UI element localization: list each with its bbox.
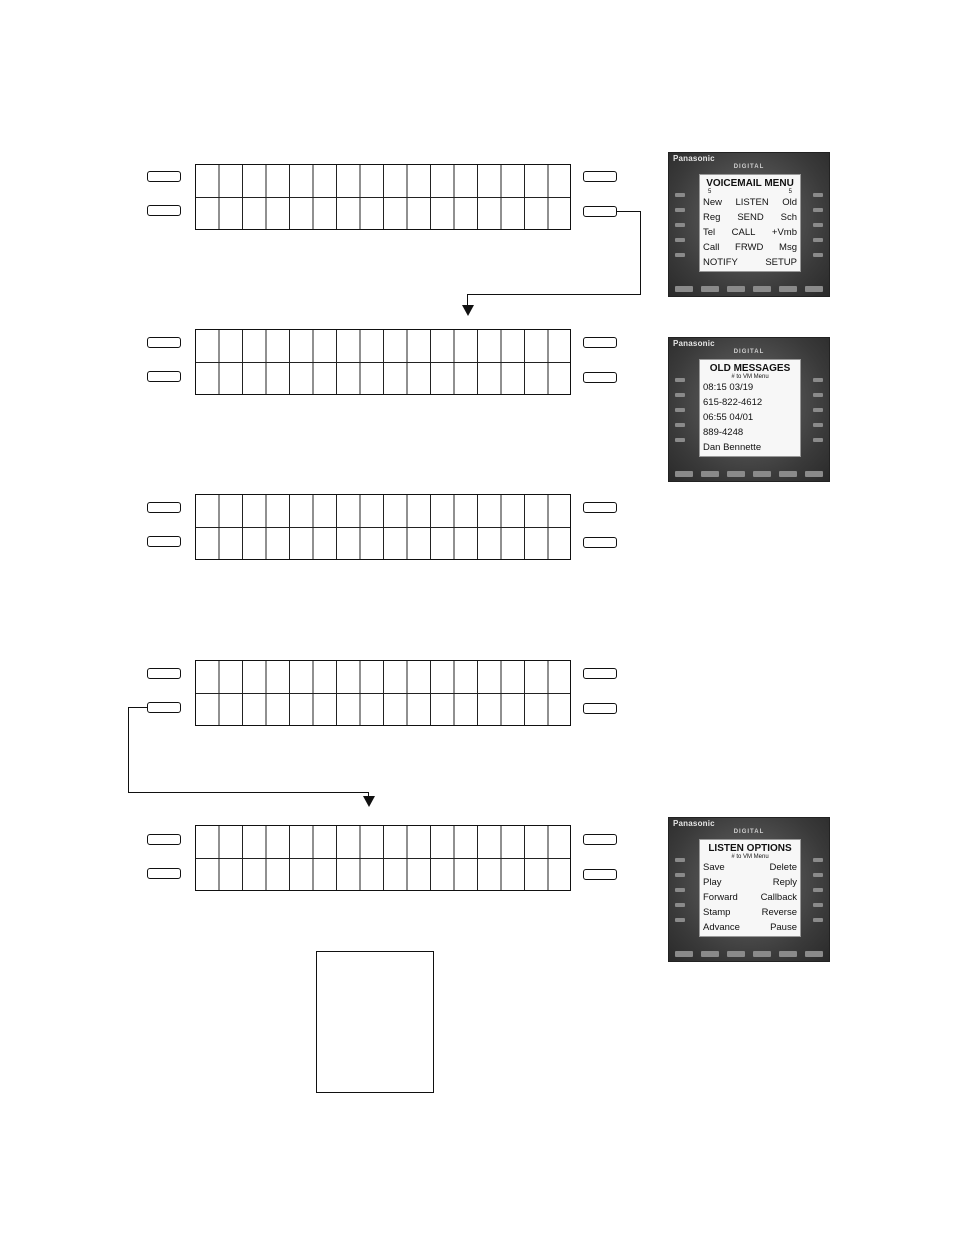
option-item: Forward: [703, 892, 738, 903]
menu-item: Reg: [703, 212, 721, 223]
phone-screen: VOICEMAIL MENU 5 5 New LISTEN Old Reg SEND S…: [699, 174, 801, 272]
message-line: 889-4248: [703, 427, 744, 438]
connector-line: [617, 211, 641, 213]
model-label: DIGITAL: [733, 349, 765, 355]
soft-key-left-2a[interactable]: [147, 337, 181, 348]
menu-item: Sch: [780, 212, 797, 223]
brand-logo: Panasonic: [673, 819, 715, 828]
lcd-display-2: [195, 329, 571, 395]
screen-title: VOICEMAIL MENU: [706, 178, 794, 189]
lcd-display-1: [195, 164, 571, 230]
option-item: Stamp: [703, 907, 731, 918]
soft-key-right-4b[interactable]: [583, 703, 617, 714]
option-item: Delete: [769, 862, 797, 873]
menu-item: CALL: [731, 227, 756, 238]
menu-item: Call: [703, 242, 720, 253]
option-item: Play: [703, 877, 722, 888]
model-label: DIGITAL: [733, 829, 765, 835]
menu-item: LISTEN: [735, 197, 769, 208]
soft-key-right-3a[interactable]: [583, 502, 617, 513]
soft-key-right-3b[interactable]: [583, 537, 617, 548]
connector-line: [468, 294, 641, 296]
soft-key-left-3b[interactable]: [147, 536, 181, 547]
phone-display-voicemail-menu: Panasonic DIGITAL VOICEMAIL MENU 5 5 New…: [668, 152, 830, 297]
lcd-display-4: [195, 660, 571, 726]
connector-line: [640, 211, 642, 295]
connector-line: [128, 792, 369, 794]
phone-screen: LISTEN OPTIONS # to VM Menu Save Delete P…: [699, 839, 801, 937]
lcd-display-5: [195, 825, 571, 891]
note-box: [316, 951, 434, 1093]
lcd-display-3: [195, 494, 571, 560]
brand-logo: Panasonic: [673, 154, 715, 163]
soft-key-left-3a[interactable]: [147, 502, 181, 513]
phone-display-old-messages: Panasonic DIGITAL OLD MESSAGES # to VM M…: [668, 337, 830, 482]
model-label: DIGITAL: [733, 164, 765, 170]
menu-item: New: [703, 197, 723, 208]
new-count: 5: [708, 189, 712, 195]
screen-subtitle: # to VM Menu: [731, 374, 769, 380]
soft-key-right-5a[interactable]: [583, 834, 617, 845]
menu-item: NOTIFY: [703, 257, 738, 268]
option-item: Callback: [760, 892, 797, 903]
menu-item: +Vmb: [771, 227, 797, 238]
option-item: Reverse: [761, 907, 797, 918]
connector-line: [368, 792, 370, 797]
menu-item: SEND: [737, 212, 764, 223]
screen-subtitle: # to VM Menu: [731, 854, 769, 860]
brand-logo: Panasonic: [673, 339, 715, 348]
soft-key-left-5a[interactable]: [147, 834, 181, 845]
option-item: Reply: [772, 877, 797, 888]
phone-screen: OLD MESSAGES # to VM Menu 08:15 03/19 61…: [699, 359, 801, 457]
connector-line: [467, 294, 469, 306]
option-item: Advance: [703, 922, 740, 933]
message-line: 08:15 03/19: [703, 382, 754, 393]
phone-display-listen-options: Panasonic DIGITAL LISTEN OPTIONS # to VM…: [668, 817, 830, 962]
soft-key-left-5b[interactable]: [147, 868, 181, 879]
soft-key-right-4a[interactable]: [583, 668, 617, 679]
soft-key-right-2a[interactable]: [583, 337, 617, 348]
soft-key-right-2b[interactable]: [583, 372, 617, 383]
soft-key-left-4b[interactable]: [147, 702, 181, 713]
message-line: 06:55 04/01: [703, 412, 754, 423]
soft-key-left-1b[interactable]: [147, 205, 181, 216]
connector-line: [128, 707, 130, 793]
screen-title: OLD MESSAGES: [709, 363, 791, 374]
option-item: Save: [703, 862, 725, 873]
soft-key-right-1b[interactable]: [583, 206, 617, 217]
menu-item: Msg: [779, 242, 797, 253]
message-line: 615-822-4612: [703, 397, 763, 408]
menu-item: FRWD: [735, 242, 764, 253]
menu-item: Tel: [703, 227, 716, 238]
old-count: 5: [788, 189, 792, 195]
menu-item: SETUP: [765, 257, 797, 268]
option-item: Pause: [770, 922, 797, 933]
connector-line: [128, 707, 148, 709]
menu-item: Old: [782, 197, 797, 208]
soft-key-left-2b[interactable]: [147, 371, 181, 382]
arrow-down-icon: [363, 796, 375, 807]
message-line: Dan Bennette: [703, 442, 762, 453]
soft-key-right-1a[interactable]: [583, 171, 617, 182]
arrow-down-icon: [462, 305, 474, 316]
soft-key-right-5b[interactable]: [583, 869, 617, 880]
screen-title: LISTEN OPTIONS: [708, 843, 792, 854]
soft-key-left-1a[interactable]: [147, 171, 181, 182]
soft-key-left-4a[interactable]: [147, 668, 181, 679]
